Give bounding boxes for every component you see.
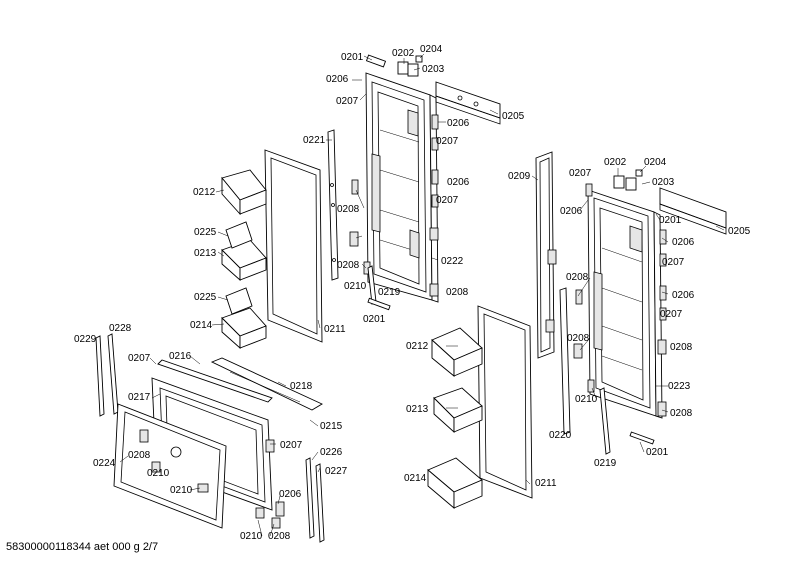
- part-label: 0226: [320, 447, 343, 458]
- part-label: 0201: [363, 314, 386, 325]
- part-label: 0213: [406, 404, 429, 415]
- part-label: 0213: [194, 248, 217, 259]
- part-label: 0208: [566, 272, 589, 283]
- part-label: 0219: [594, 458, 617, 469]
- part-label: 0211: [324, 324, 346, 335]
- part-label: 0207: [128, 353, 151, 364]
- door-bin-0214-right: [427, 457, 483, 509]
- part-label: 0210: [147, 468, 170, 479]
- part-label: 0221: [303, 135, 326, 146]
- door-bin-0213-right: [433, 387, 483, 434]
- part-label: 0217: [128, 392, 151, 403]
- part-label: 0223: [668, 381, 691, 392]
- part-label: 0206: [447, 177, 470, 188]
- part-label: 0207: [660, 309, 683, 320]
- part-label: 0219: [378, 287, 401, 298]
- part-label: 0201: [646, 447, 669, 458]
- part-label: 0218: [290, 381, 313, 392]
- part-label: 0207: [662, 257, 685, 268]
- hinge-parts-upper-center: [349, 114, 439, 297]
- part-label: 0203: [422, 64, 445, 75]
- part-label: 0212: [406, 341, 429, 352]
- part-label: 0207: [569, 168, 592, 179]
- part-label: 0201: [659, 215, 682, 226]
- part-label: 0205: [502, 111, 525, 122]
- part-label: 0206: [560, 206, 583, 217]
- part-label: 0209: [508, 171, 531, 182]
- part-label: 0228: [109, 323, 132, 334]
- part-label: 0204: [420, 44, 443, 55]
- part-label: 0208: [268, 531, 291, 542]
- part-label: 0212: [193, 187, 216, 198]
- part-label: 0206: [447, 118, 470, 129]
- part-label: 0214: [190, 320, 213, 331]
- gasket-right: [477, 305, 533, 499]
- part-label: 0227: [325, 466, 348, 477]
- part-label: 0207: [436, 136, 459, 147]
- part-label: 0208: [446, 287, 469, 298]
- part-label: 0210: [575, 394, 598, 405]
- part-label: 0222: [441, 256, 464, 267]
- part-label: 0229: [74, 334, 97, 345]
- part-label: 0208: [670, 342, 693, 353]
- part-label: 0206: [672, 290, 695, 301]
- part-label: 0207: [336, 96, 359, 107]
- part-label: 0202: [392, 48, 415, 59]
- part-label: 0216: [169, 351, 192, 362]
- part-label: 0208: [337, 204, 360, 215]
- part-label: 0203: [652, 177, 675, 188]
- part-label: 0204: [644, 157, 667, 168]
- part-label: 0206: [279, 489, 302, 500]
- part-label: 0205: [728, 226, 751, 237]
- part-label: 0211: [535, 478, 557, 489]
- part-label: 0210: [170, 485, 193, 496]
- part-label: 0207: [280, 440, 303, 451]
- door-bin-0212-left: [221, 169, 267, 216]
- part-label: 0201: [341, 52, 364, 63]
- drawing-reference-number: 58300000118344 aet 000 g 2/7: [6, 541, 159, 553]
- part-label: 0214: [404, 473, 427, 484]
- part-label: 0208: [337, 260, 360, 271]
- part-label: 0210: [344, 281, 367, 292]
- part-label: 0208: [567, 333, 590, 344]
- gasket-upper-left: [264, 149, 323, 343]
- part-label: 0208: [670, 408, 693, 419]
- leader-lines: [119, 53, 725, 537]
- part-label: 0207: [436, 195, 459, 206]
- part-label: 0206: [672, 237, 695, 248]
- part-label: 0224: [93, 458, 116, 469]
- part-label: 0220: [549, 430, 572, 441]
- door-bin-0213-left: [221, 221, 267, 282]
- door-bin-0214-left: [221, 287, 267, 350]
- part-label: 0210: [240, 531, 263, 542]
- part-label: 0225: [194, 292, 217, 303]
- top-cover-upper-center: [435, 81, 501, 125]
- part-label: 0202: [604, 157, 627, 168]
- part-label: 0215: [320, 421, 343, 432]
- part-label: 0208: [128, 450, 151, 461]
- part-label: 0206: [326, 74, 349, 85]
- door-bin-0212-right: [431, 327, 483, 377]
- part-label: 0225: [194, 227, 217, 238]
